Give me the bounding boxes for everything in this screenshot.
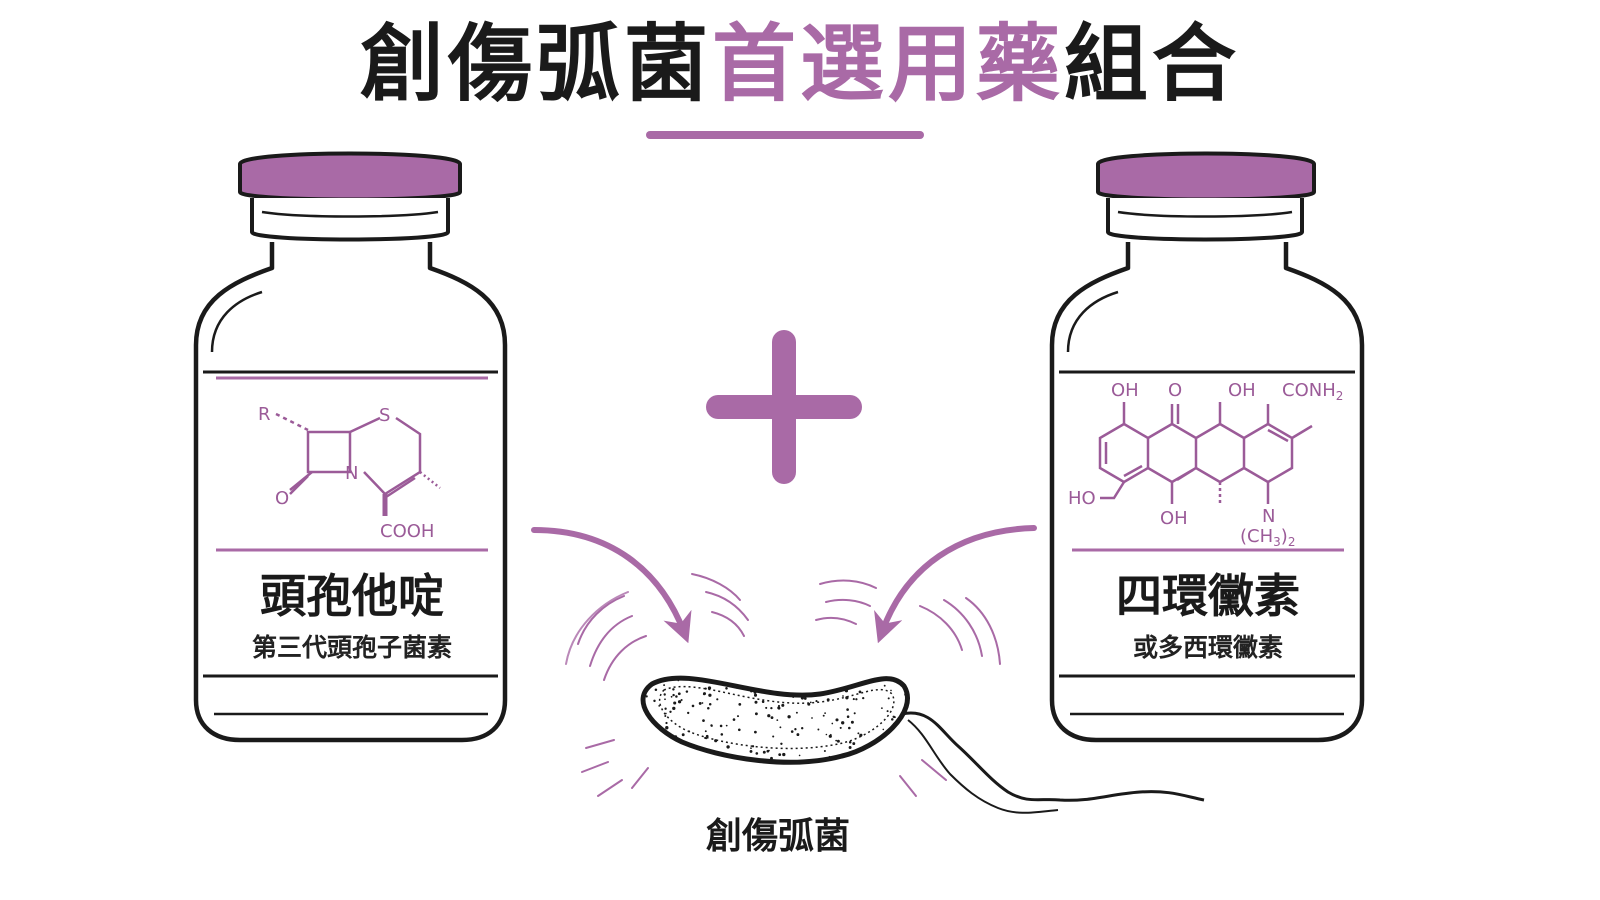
- flagellum: [901, 711, 1205, 802]
- chem-label-n: N: [345, 463, 358, 484]
- bacterium-label: 創傷弧菌: [706, 816, 850, 857]
- title-part-1: 創傷弧菌: [359, 15, 712, 113]
- chem-label-oh-1: OH: [1111, 380, 1139, 401]
- plus-icon: [706, 330, 862, 484]
- cephalosporin-structure-diagram: [275, 412, 441, 516]
- bacterium-body: [640, 675, 910, 765]
- title-part-3: 組合: [1064, 15, 1241, 113]
- left-drug-subtitle: 第三代頭孢子菌素: [252, 633, 452, 662]
- title-part-2-highlight: 首選用藥: [711, 15, 1064, 113]
- chem-label-o: O: [1168, 380, 1182, 401]
- chem-label-o: O: [275, 488, 289, 509]
- right-drug-name: 四環黴素: [1116, 569, 1300, 623]
- left-drug-name: 頭孢他啶: [260, 569, 444, 623]
- chem-label-cooh: COOH: [380, 521, 434, 542]
- vibration-lines: [565, 573, 1001, 797]
- chem-label-ho: HO: [1068, 488, 1096, 509]
- page-title: 創傷弧菌首選用藥組合: [0, 18, 1600, 110]
- chem-label-r: R: [258, 404, 271, 425]
- arrow-left-to-bacterium: [531, 527, 692, 644]
- chem-label-conh2: CONH2: [1282, 380, 1343, 403]
- chem-label-dimethyl: (CH3)2: [1240, 526, 1295, 549]
- chem-label-n: N: [1262, 506, 1275, 527]
- title-underline: [646, 131, 924, 139]
- right-vial: OH O OH CONH2 HO OH N (CH3)2 四環黴素 或多西環黴素: [1049, 151, 1365, 743]
- left-vial-neck: [250, 198, 450, 242]
- chem-label-oh-2: OH: [1228, 380, 1256, 401]
- arrow-right-to-bacterium: [874, 525, 1037, 644]
- chem-label-s: S: [379, 405, 390, 426]
- left-vial-cap: [238, 151, 462, 202]
- right-drug-subtitle: 或多西環黴素: [1133, 633, 1283, 662]
- right-vial-neck: [1106, 198, 1304, 242]
- left-vial-body: [193, 242, 508, 743]
- left-vial: R S N O COOH 頭孢他啶 第三代頭孢子菌素: [193, 151, 508, 743]
- tetracycline-structure-diagram: [1098, 402, 1313, 504]
- right-vial-cap: [1096, 151, 1316, 202]
- chem-label-oh-3: OH: [1160, 508, 1188, 529]
- vibrio-bacterium-illustration: [640, 675, 1205, 814]
- right-vial-body: [1049, 242, 1365, 743]
